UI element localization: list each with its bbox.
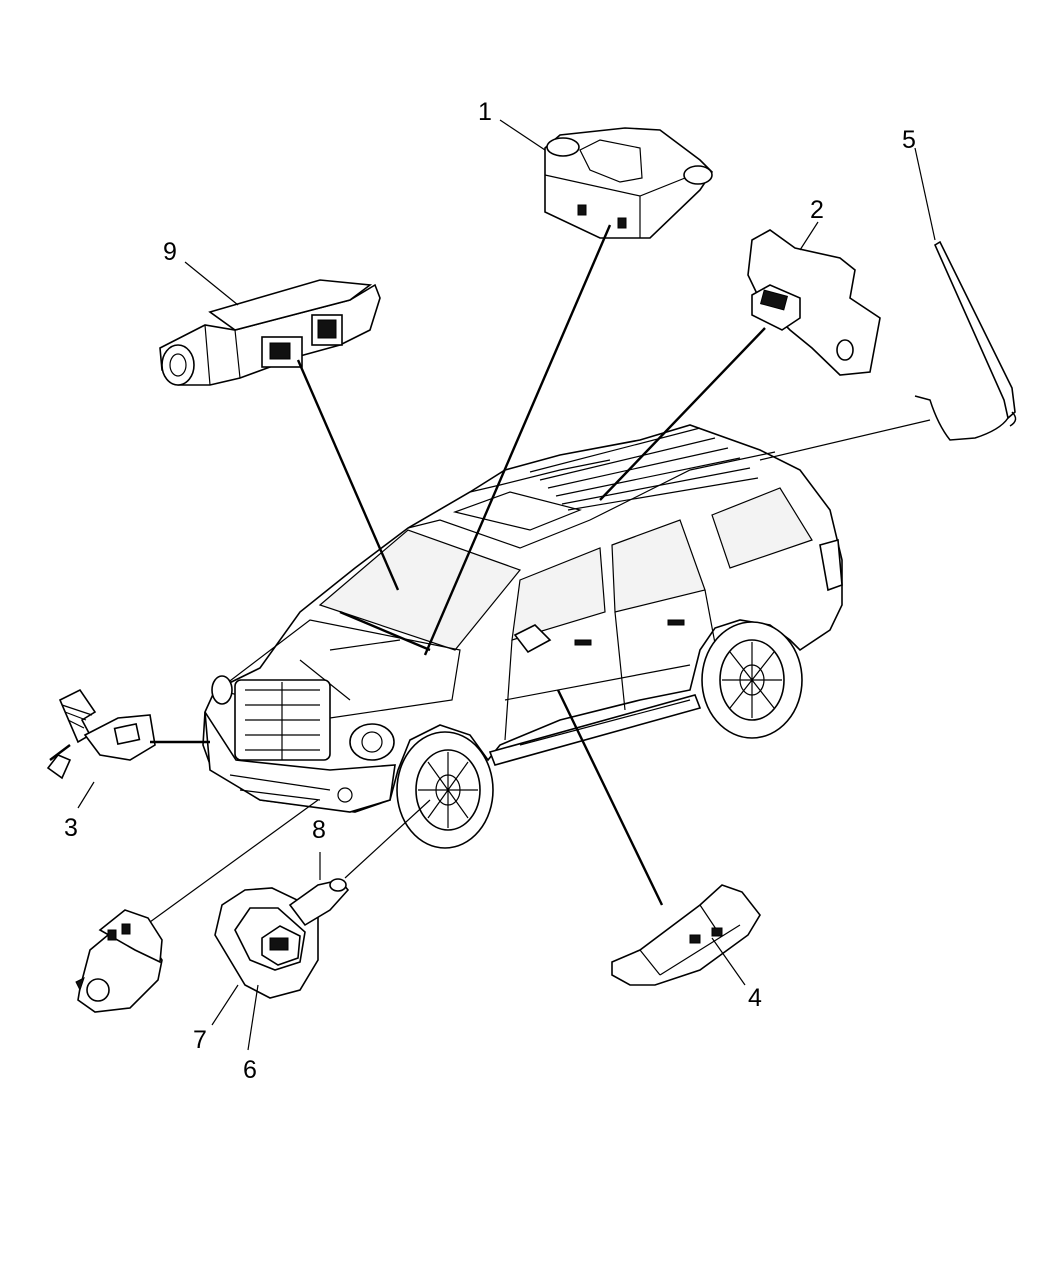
leader-6 bbox=[247, 984, 259, 1051]
callout-8: 8 bbox=[312, 816, 326, 844]
wiper bbox=[339, 610, 431, 652]
part-3-key bbox=[46, 688, 156, 780]
callout-1: 1 bbox=[478, 98, 492, 126]
vehicle-suv bbox=[202, 424, 843, 849]
callout-numbers: 1 2 3 4 5 6 7 8 9 bbox=[64, 98, 916, 1084]
left-headlight bbox=[211, 675, 233, 705]
callout-5: 5 bbox=[902, 126, 916, 154]
leader-lines bbox=[77, 119, 936, 1051]
part-5-antenna-cable bbox=[914, 240, 1017, 441]
part-1-module bbox=[544, 127, 714, 239]
leader-2 bbox=[799, 221, 819, 251]
leader-2-to-vehicle bbox=[599, 327, 766, 501]
leader-impact-sensor bbox=[149, 799, 319, 923]
callout-9: 9 bbox=[163, 238, 177, 266]
leader-7 bbox=[211, 984, 239, 1026]
part-4-sensor-module bbox=[611, 884, 761, 986]
right-headlight bbox=[349, 723, 395, 761]
impact-sensor bbox=[75, 909, 163, 1013]
rear-wheel bbox=[701, 621, 803, 739]
leader-4-to-vehicle bbox=[556, 689, 664, 906]
callout-4: 4 bbox=[748, 984, 762, 1012]
front-grille bbox=[234, 679, 331, 761]
part-2-bracket-sensor bbox=[747, 229, 881, 376]
windshield bbox=[318, 529, 522, 651]
tail-light bbox=[819, 538, 843, 592]
front-wheel bbox=[396, 731, 494, 849]
front-door-window bbox=[511, 547, 606, 641]
callout-2: 2 bbox=[810, 196, 824, 224]
leader-8-to-vehicle bbox=[344, 799, 431, 879]
side-mirror bbox=[513, 624, 552, 654]
leader-1 bbox=[499, 119, 546, 151]
quarter-window bbox=[711, 487, 813, 569]
leader-9 bbox=[184, 261, 239, 306]
callout-6: 6 bbox=[243, 1056, 257, 1084]
leader-4 bbox=[711, 937, 746, 986]
leader-5-to-vehicle bbox=[759, 419, 931, 461]
front-bumper bbox=[204, 711, 396, 813]
callout-7: 7 bbox=[193, 1026, 207, 1054]
roof-rack bbox=[529, 427, 759, 511]
running-board bbox=[488, 694, 702, 766]
leader-1-to-vehicle bbox=[423, 224, 612, 656]
leader-5 bbox=[914, 147, 936, 241]
tpms-sensor bbox=[214, 878, 350, 999]
leader-9-to-vehicle bbox=[296, 359, 400, 591]
leader-3 bbox=[77, 781, 95, 809]
part-9-switch-housing bbox=[159, 279, 381, 386]
callout-3: 3 bbox=[64, 814, 78, 842]
